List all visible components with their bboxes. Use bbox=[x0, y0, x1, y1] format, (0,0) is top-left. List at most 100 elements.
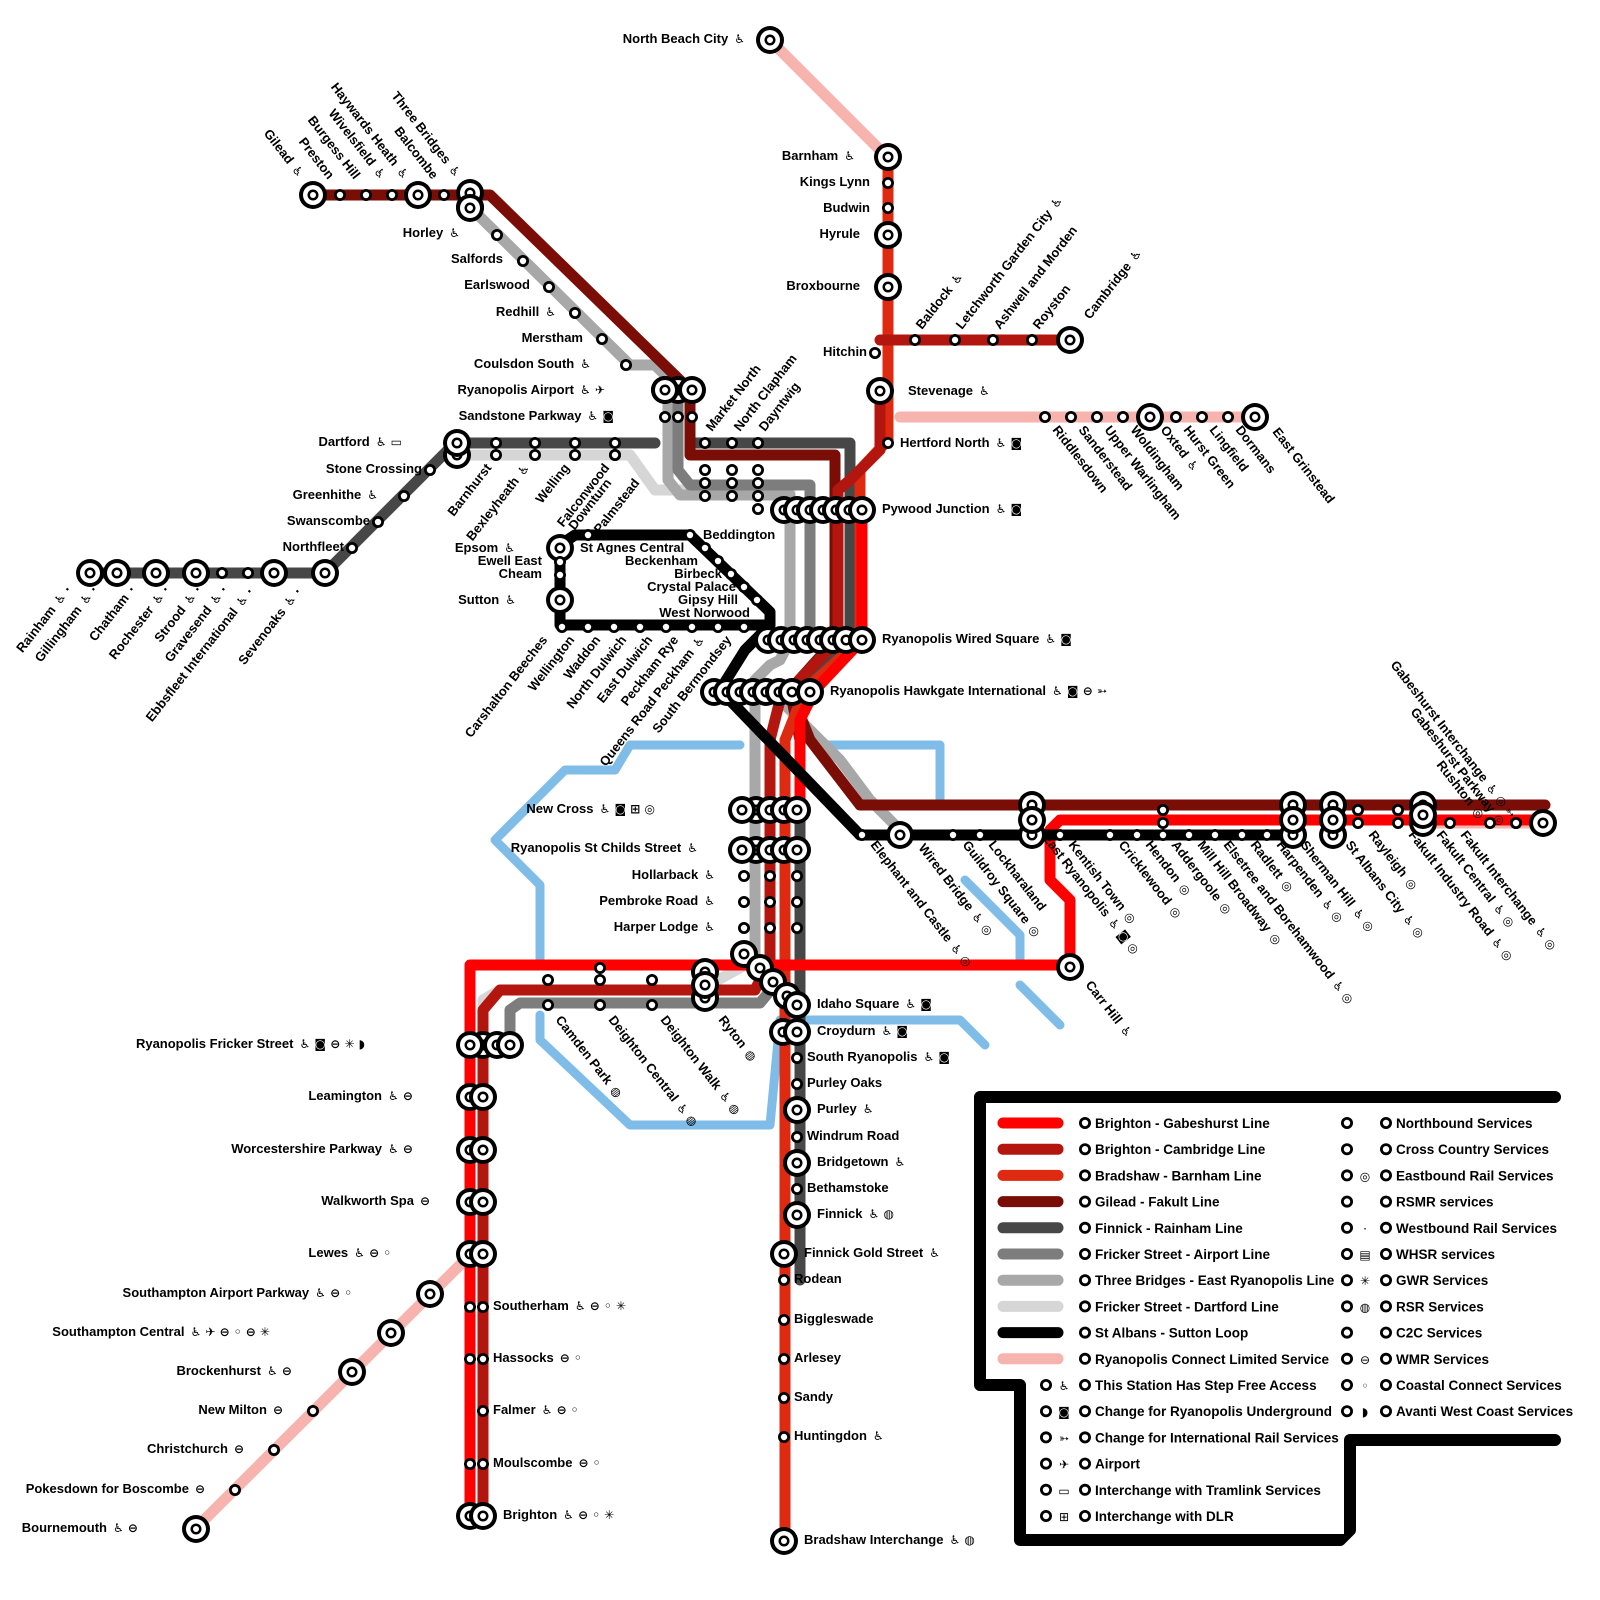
station-label-north-beach-city[interactable]: North Beach City♿ bbox=[623, 31, 745, 46]
station-marker-addergoole[interactable] bbox=[1157, 829, 1169, 841]
station-label-broxbourne[interactable]: Broxbourne bbox=[786, 278, 860, 293]
station-label-ryanopolis-st-childs-street[interactable]: Ryanopolis St Childs Street♿ bbox=[511, 840, 698, 855]
station-label-pokesdown-for-boscombe[interactable]: Pokesdown for Boscombe⊖ bbox=[26, 1481, 205, 1496]
station-marker-huntingdon[interactable] bbox=[778, 1431, 790, 1443]
station-label-christchurch[interactable]: Christchurch⊖ bbox=[147, 1441, 244, 1456]
station-marker-radlett[interactable] bbox=[1236, 829, 1248, 841]
station-marker-carshalton-beeches[interactable] bbox=[556, 621, 568, 633]
station-marker-bournemouth[interactable] bbox=[182, 1515, 210, 1543]
station-marker-redhill[interactable] bbox=[543, 281, 555, 293]
station-marker-sandy[interactable] bbox=[778, 1392, 790, 1404]
station-label-ryanopolis-hawkgate-international[interactable]: Ryanopolis Hawkgate International♿ ◙ ⊖ ➳ bbox=[830, 683, 1107, 698]
station-label-cambridge[interactable]: Cambridge♿ bbox=[1081, 246, 1145, 322]
station-label-hassocks[interactable]: Hassocks⊖ ◦ bbox=[493, 1350, 582, 1365]
station-marker-pokesdown-for-boscombe[interactable] bbox=[229, 1484, 241, 1496]
station-marker-ryanopolis-wired-square[interactable] bbox=[848, 626, 876, 654]
interchange-marker[interactable] bbox=[1157, 817, 1169, 829]
interchange-marker[interactable] bbox=[490, 437, 502, 449]
interchange-marker[interactable] bbox=[464, 1353, 476, 1365]
station-marker-gipsy-hill[interactable] bbox=[738, 581, 750, 593]
station-marker-strood[interactable] bbox=[216, 567, 228, 579]
interchange-marker[interactable] bbox=[791, 870, 803, 882]
station-marker-horley[interactable] bbox=[456, 194, 484, 222]
station-label-northfleet[interactable]: Northfleet bbox=[283, 539, 345, 554]
station-label-pembroke-road[interactable]: Pembroke Road♿ bbox=[599, 893, 715, 908]
station-label-ryanopolis-fricker-street[interactable]: Ryanopolis Fricker Street♿ ◙ ⊖ ✳ ◗ bbox=[136, 1036, 365, 1051]
station-marker-falmer[interactable] bbox=[477, 1405, 489, 1417]
interchange-marker[interactable] bbox=[764, 922, 776, 934]
station-marker-kings-lynn[interactable] bbox=[882, 177, 894, 189]
station-marker-balcombe[interactable] bbox=[438, 189, 450, 201]
station-marker-bexleyheath[interactable] bbox=[529, 449, 541, 461]
interchange-marker[interactable] bbox=[783, 796, 811, 824]
station-marker-coulsdon-south[interactable] bbox=[596, 333, 608, 345]
interchange-marker[interactable] bbox=[464, 1301, 476, 1313]
station-label-hertford-north[interactable]: Hertford North♿ ◙ bbox=[900, 435, 1022, 450]
station-label-new-cross[interactable]: New Cross♿ ◙ ⊞ ◎ bbox=[526, 801, 655, 816]
interchange-marker[interactable] bbox=[1392, 817, 1404, 829]
station-marker-earlswood[interactable] bbox=[517, 255, 529, 267]
station-marker-bradshaw-interchange[interactable] bbox=[770, 1527, 798, 1555]
interchange-marker[interactable] bbox=[699, 477, 711, 489]
station-label-finnick-gold-street[interactable]: Finnick Gold Street♿ bbox=[804, 1245, 940, 1260]
station-marker-finnick[interactable] bbox=[783, 1201, 811, 1229]
interchange-marker[interactable] bbox=[496, 1031, 524, 1059]
station-marker-budwin[interactable] bbox=[882, 202, 894, 214]
station-label-sandy[interactable]: Sandy bbox=[794, 1389, 834, 1404]
station-marker-east-ryanopolis[interactable] bbox=[1018, 806, 1046, 834]
station-label-greenhithe[interactable]: Greenhithe♿ bbox=[293, 487, 378, 502]
station-marker-west-norwood[interactable] bbox=[751, 594, 763, 606]
station-label-welling[interactable]: Welling bbox=[532, 461, 572, 507]
interchange-marker[interactable] bbox=[699, 464, 711, 476]
station-marker-palmstead[interactable] bbox=[609, 449, 621, 461]
station-marker-north-beach-city[interactable] bbox=[756, 26, 784, 54]
station-marker-pywood-junction[interactable] bbox=[848, 496, 876, 524]
station-marker-swanscombe[interactable] bbox=[372, 516, 384, 528]
station-marker-dormans[interactable] bbox=[1222, 411, 1234, 423]
station-marker-beddington[interactable] bbox=[684, 529, 696, 541]
station-marker-hollarback[interactable] bbox=[738, 870, 750, 882]
station-marker-deighton-central[interactable] bbox=[594, 999, 606, 1011]
station-marker-ryanopolis-hawkgate-international[interactable] bbox=[796, 678, 824, 706]
station-marker-broxbourne[interactable] bbox=[874, 273, 902, 301]
station-marker-dayntwig[interactable] bbox=[752, 437, 764, 449]
interchange-marker[interactable] bbox=[764, 896, 776, 908]
station-marker-salfords[interactable] bbox=[491, 229, 503, 241]
station-label-leamington[interactable]: Leamington♿ ⊖ bbox=[308, 1088, 413, 1103]
interchange-marker[interactable] bbox=[594, 962, 606, 974]
interchange-marker[interactable] bbox=[752, 503, 764, 515]
station-marker-brockenhurst[interactable] bbox=[338, 1358, 366, 1386]
interchange-marker[interactable] bbox=[752, 490, 764, 502]
station-label-stone-crossing[interactable]: Stone Crossing bbox=[326, 461, 422, 476]
station-marker-purley-oaks[interactable] bbox=[791, 1078, 803, 1090]
station-label-carr-hill[interactable]: Carr Hill♿ bbox=[1083, 978, 1136, 1040]
station-marker-elsetree-and-borehamwood[interactable] bbox=[1209, 829, 1221, 841]
interchange-marker[interactable] bbox=[594, 974, 606, 986]
station-marker-sherman-hill[interactable] bbox=[1279, 806, 1307, 834]
station-label-purley-oaks[interactable]: Purley Oaks bbox=[807, 1075, 882, 1090]
station-label-sutton[interactable]: Sutton♿ bbox=[458, 592, 516, 607]
station-label-south-ryanopolis[interactable]: South Ryanopolis♿ ◙ bbox=[807, 1049, 950, 1064]
station-marker-idaho-square[interactable] bbox=[783, 991, 811, 1019]
station-marker-arlesey[interactable] bbox=[778, 1353, 790, 1365]
station-label-lewes[interactable]: Lewes♿ ⊖ ◦ bbox=[308, 1245, 391, 1260]
station-marker-baldock[interactable] bbox=[909, 334, 921, 346]
station-marker-elephant-and-castle[interactable] bbox=[856, 829, 868, 841]
station-marker-east-dulwich[interactable] bbox=[660, 621, 672, 633]
station-marker-north-clapham[interactable] bbox=[726, 437, 738, 449]
station-label-beddington[interactable]: Beddington bbox=[703, 527, 775, 542]
interchange-marker[interactable] bbox=[659, 411, 671, 423]
station-label-ryanopolis-airport[interactable]: Ryanopolis Airport♿ ✈ bbox=[457, 382, 605, 397]
station-marker-cricklewood[interactable] bbox=[1104, 829, 1116, 841]
station-label-arlesey[interactable]: Arlesey bbox=[794, 1350, 842, 1365]
station-marker-purley[interactable] bbox=[783, 1096, 811, 1124]
station-marker-stevenage[interactable] bbox=[866, 377, 894, 405]
station-label-bridgetown[interactable]: Bridgetown♿ bbox=[817, 1154, 905, 1169]
station-label-new-milton[interactable]: New Milton⊖ bbox=[198, 1402, 283, 1417]
station-marker-ryanopolis-airport[interactable] bbox=[620, 359, 632, 371]
station-marker-merstham[interactable] bbox=[569, 307, 581, 319]
station-marker-carr-hill[interactable] bbox=[1056, 953, 1084, 981]
station-marker-new-cross[interactable] bbox=[728, 796, 756, 824]
station-marker-northfleet[interactable] bbox=[346, 542, 358, 554]
station-marker-southampton-airport-parkway[interactable] bbox=[416, 1280, 444, 1308]
